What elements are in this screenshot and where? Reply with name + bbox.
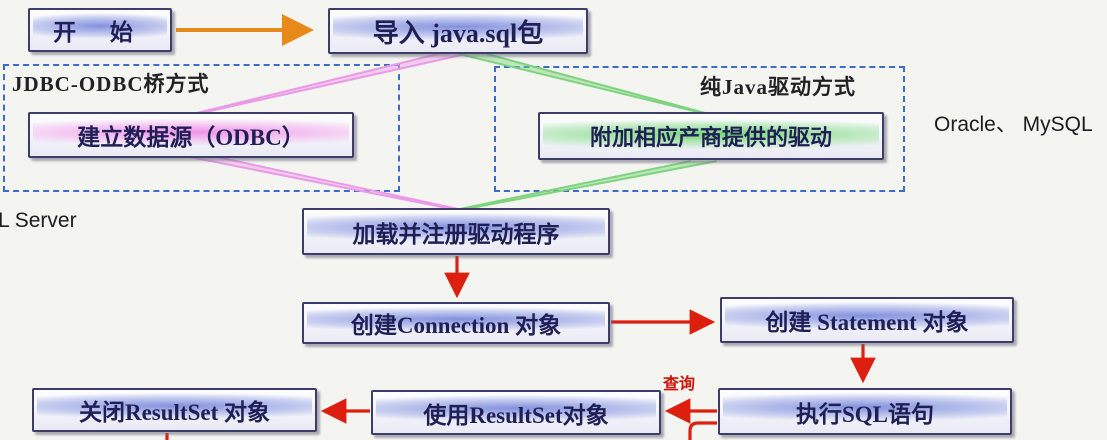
node-create-statement: 创建 Statement 对象 — [720, 297, 1014, 343]
group-pure-java-driver-label: 纯Java驱动方式 — [700, 75, 856, 99]
node-start: 开 始 — [28, 8, 172, 52]
group-jdbc-odbc-bridge — [3, 64, 400, 192]
node-use-resultset-label: 使用ResultSet对象 — [423, 402, 609, 428]
node-create-connection: 创建Connection 对象 — [302, 302, 610, 344]
edge-label-query: 查询 — [663, 376, 696, 393]
group-pure-java-driver — [494, 66, 905, 192]
node-close-resultset: 关闭ResultSet 对象 — [32, 388, 317, 432]
node-close-resultset-label: 关闭ResultSet 对象 — [78, 400, 271, 425]
node-start-label: 开 始 — [53, 20, 147, 45]
group-jdbc-odbc-bridge-label: JDBC-ODBC桥方式 — [12, 72, 210, 96]
node-attach-vendor-driver: 附加相应产商提供的驱动 — [538, 112, 884, 160]
node-execute-sql-label: 执行SQL语句 — [795, 401, 935, 427]
annotation-sql-server: L Server — [0, 209, 77, 232]
node-load-register-driver-label: 加载并注册驱动程序 — [352, 221, 560, 247]
node-create-statement-label: 创建 Statement 对象 — [765, 310, 969, 335]
node-build-datasource-odbc: 建立数据源（ODBC） — [28, 112, 354, 158]
node-use-resultset: 使用ResultSet对象 — [371, 390, 661, 435]
node-build-datasource-odbc-label: 建立数据源（ODBC） — [77, 125, 305, 150]
node-load-register-driver: 加载并注册驱动程序 — [302, 208, 610, 255]
node-attach-vendor-driver-label: 附加相应产商提供的驱动 — [589, 125, 832, 150]
annotation-oracle-mysql: Oracle、 MySQL — [934, 113, 1093, 136]
node-execute-sql: 执行SQL语句 — [718, 388, 1012, 435]
edge-execute-down — [688, 421, 717, 440]
node-import-java-sql-label: 导入 java.sql包 — [372, 18, 544, 48]
node-create-connection-label: 创建Connection 对象 — [350, 313, 562, 338]
node-import-java-sql: 导入 java.sql包 — [328, 8, 588, 54]
